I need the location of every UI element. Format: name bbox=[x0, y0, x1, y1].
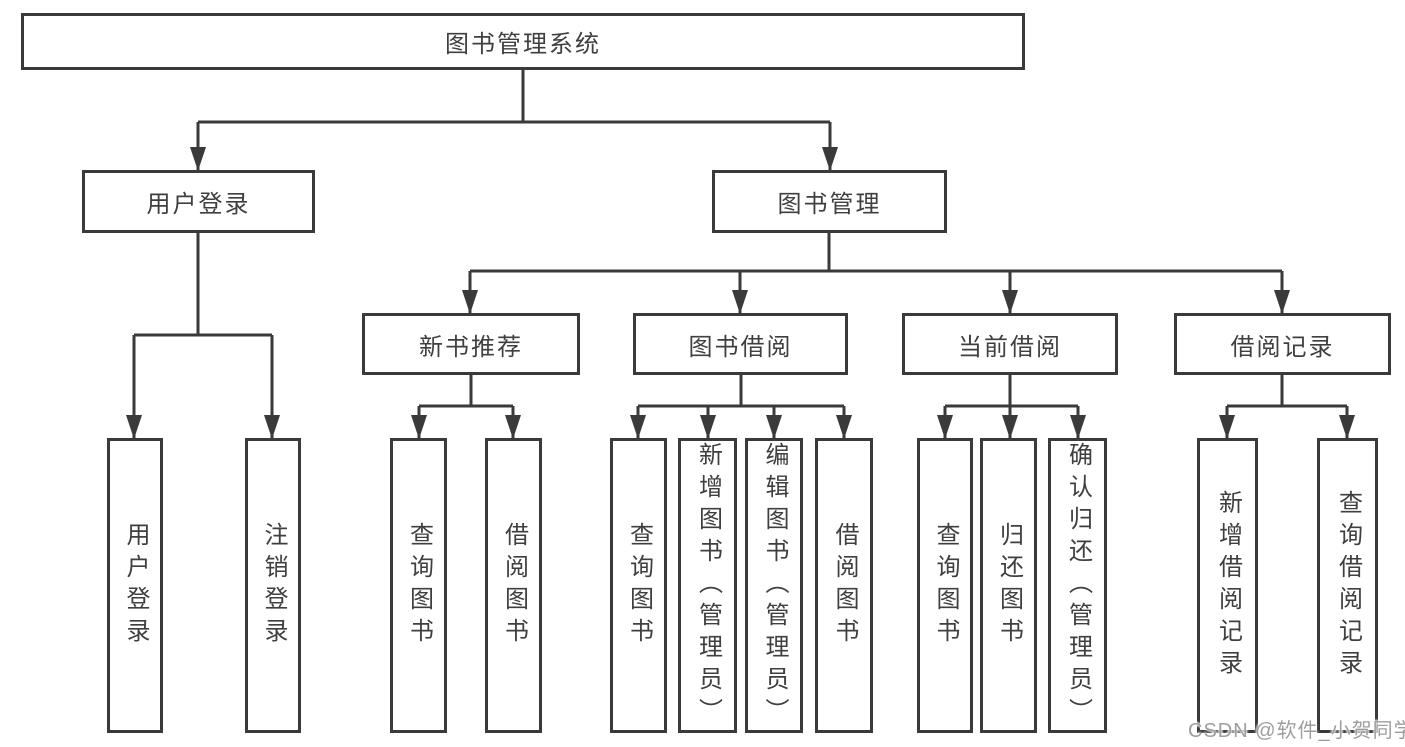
leaf-current-return: 归还图书 bbox=[980, 438, 1037, 733]
leaf-borrow-query: 查询图书 bbox=[610, 438, 667, 733]
arrowhead-icon bbox=[1274, 290, 1290, 314]
arrowhead-icon bbox=[836, 415, 852, 439]
leaf-borrow-add-book-label: 新增图书（管理员） bbox=[694, 441, 722, 730]
leaf-record-add-label: 新增借阅记录 bbox=[1214, 489, 1242, 682]
arrowhead-icon bbox=[766, 415, 782, 439]
leaf-current-query-label: 查询图书 bbox=[932, 521, 959, 650]
arrowhead-icon bbox=[700, 415, 716, 439]
leaf-newbook-borrow: 借阅图书 bbox=[485, 438, 542, 733]
csdn-watermark: CSDN @软件_小贺同学 bbox=[1188, 720, 1405, 742]
arrowhead-icon bbox=[126, 415, 142, 439]
leaf-record-query: 查询借阅记录 bbox=[1317, 438, 1378, 733]
leaf-borrow-borrow-book: 借阅图书 bbox=[815, 438, 873, 733]
leaf-current-return-label: 归还图书 bbox=[995, 521, 1023, 650]
leaf-borrow-add-book: 新增图书（管理员） bbox=[678, 438, 737, 733]
leaf-record-query-label: 查询借阅记录 bbox=[1334, 489, 1362, 682]
leaf-borrow-query-label: 查询图书 bbox=[625, 521, 653, 650]
leaf-newbook-query-label: 查询图书 bbox=[405, 521, 433, 650]
node-current-borrow: 当前借阅 bbox=[902, 313, 1118, 375]
leaf-current-confirm-return-label: 确认归还（管理员） bbox=[1064, 441, 1092, 730]
leaf-newbook-borrow-label: 借阅图书 bbox=[500, 521, 528, 650]
arrowhead-icon bbox=[1219, 415, 1235, 439]
node-current-borrow-label: 当前借阅 bbox=[958, 333, 1062, 361]
arrowhead-icon bbox=[1002, 415, 1018, 439]
node-book-management: 图书管理 bbox=[712, 170, 947, 233]
node-user-login: 用户登录 bbox=[82, 170, 315, 233]
arrowhead-icon bbox=[1339, 415, 1355, 439]
arrowhead-icon bbox=[190, 147, 206, 171]
arrowhead-icon bbox=[264, 415, 280, 439]
node-user-login-label: 用户登录 bbox=[146, 191, 251, 218]
connector-lines bbox=[132, 70, 1349, 439]
leaf-current-confirm-return: 确认归还（管理员） bbox=[1048, 438, 1107, 733]
arrowhead-icon bbox=[411, 415, 427, 439]
leaf-borrow-borrow-book-label: 借阅图书 bbox=[831, 521, 858, 650]
node-new-book-recommend-label: 新书推荐 bbox=[419, 333, 523, 361]
node-book-management-label: 图书管理 bbox=[777, 191, 882, 218]
leaf-logout: 注销登录 bbox=[245, 438, 301, 733]
leaf-user-login: 用户登录 bbox=[107, 438, 163, 733]
arrowhead-icon bbox=[462, 290, 478, 314]
leaf-logout-label: 注销登录 bbox=[260, 521, 287, 650]
node-book-borrow-label: 图书借阅 bbox=[688, 333, 793, 361]
arrowhead-icon bbox=[1002, 290, 1018, 314]
node-root: 图书管理系统 bbox=[21, 13, 1025, 70]
node-book-borrow: 图书借阅 bbox=[633, 313, 848, 375]
leaf-current-query: 查询图书 bbox=[917, 438, 973, 733]
node-borrow-record: 借阅记录 bbox=[1174, 313, 1391, 375]
node-borrow-record-label: 借阅记录 bbox=[1230, 333, 1335, 361]
node-new-book-recommend: 新书推荐 bbox=[362, 313, 580, 375]
arrowhead-icon bbox=[732, 290, 748, 314]
leaf-user-login-label: 用户登录 bbox=[122, 521, 149, 650]
arrowhead-icon bbox=[630, 415, 646, 439]
node-root-label: 图书管理系统 bbox=[445, 31, 601, 58]
leaf-borrow-edit-book-label: 编辑图书（管理员） bbox=[761, 441, 788, 730]
leaf-newbook-query: 查询图书 bbox=[390, 438, 447, 733]
leaf-record-add: 新增借阅记录 bbox=[1197, 438, 1258, 733]
arrowhead-icon bbox=[822, 147, 838, 171]
arrowhead-icon bbox=[505, 415, 521, 439]
arrowhead-icon bbox=[1070, 415, 1086, 439]
arrowhead-icon bbox=[937, 415, 953, 439]
leaf-borrow-edit-book: 编辑图书（管理员） bbox=[745, 438, 803, 733]
